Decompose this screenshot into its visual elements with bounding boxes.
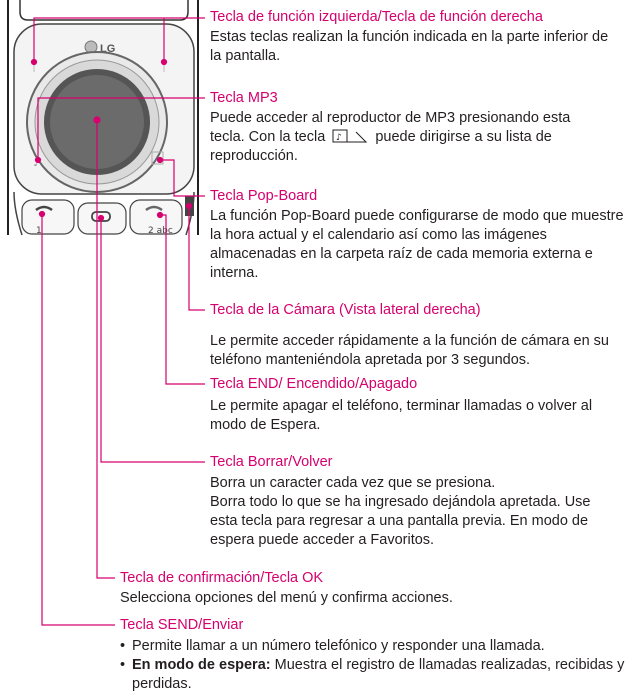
send-bullet-2-label: En modo de espera: bbox=[132, 657, 271, 673]
text-clear-line2: Borra todo lo que se ha ingresado dejánd… bbox=[210, 494, 591, 548]
heading-camera: Tecla de la Cámara (Vista lateral derech… bbox=[210, 302, 481, 318]
send-bullet-1: Permite llamar a un número telefónico y … bbox=[120, 637, 625, 656]
music-note-key-icon: ♪ bbox=[332, 129, 368, 143]
text-ok: Selecciona opciones del menú y confirma … bbox=[120, 590, 453, 606]
svg-text:1: 1 bbox=[36, 226, 42, 236]
heading-function-keys: Tecla de función izquierda/Tecla de func… bbox=[210, 9, 543, 25]
send-bullet-2: En modo de espera: Muestra el registro d… bbox=[120, 656, 625, 694]
text-function-keys: Estas teclas realizan la función indicad… bbox=[210, 29, 609, 64]
heading-end: Tecla END/ Encendido/Apagado bbox=[210, 376, 418, 392]
svg-text:2 abc: 2 abc bbox=[148, 226, 173, 236]
heading-clear: Tecla Borrar/Volver bbox=[210, 454, 333, 470]
text-popboard: La función Pop-Board puede configurarse … bbox=[210, 208, 624, 281]
text-mp3-a: Puede acceder al reproductor de MP3 pres… bbox=[210, 110, 571, 145]
text-camera: Le permite acceder rápidamente a la func… bbox=[210, 333, 609, 368]
text-mp3: Puede acceder al reproductor de MP3 pres… bbox=[210, 109, 590, 166]
send-bullet-list: Permite llamar a un número telefónico y … bbox=[120, 637, 625, 694]
text-clear-line1: Borra un caracter cada vez que se presio… bbox=[210, 475, 496, 491]
heading-ok: Tecla de confirmación/Tecla OK bbox=[120, 570, 324, 586]
heading-popboard: Tecla Pop-Board bbox=[210, 188, 318, 204]
heading-send: Tecla SEND/Enviar bbox=[120, 617, 244, 633]
heading-mp3: Tecla MP3 bbox=[210, 90, 278, 106]
text-end: Le permite apagar el teléfono, terminar … bbox=[210, 398, 593, 433]
text-send: Permite llamar a un número telefónico y … bbox=[120, 637, 625, 694]
send-bullet-2-text: Muestra el registro de llamadas realizad… bbox=[132, 657, 625, 692]
svg-text:♪: ♪ bbox=[336, 133, 342, 143]
text-clear: Borra un caracter cada vez que se presio… bbox=[210, 474, 618, 550]
text-mp3-b: puede dirigirse a su lista de reproducci… bbox=[210, 129, 552, 164]
